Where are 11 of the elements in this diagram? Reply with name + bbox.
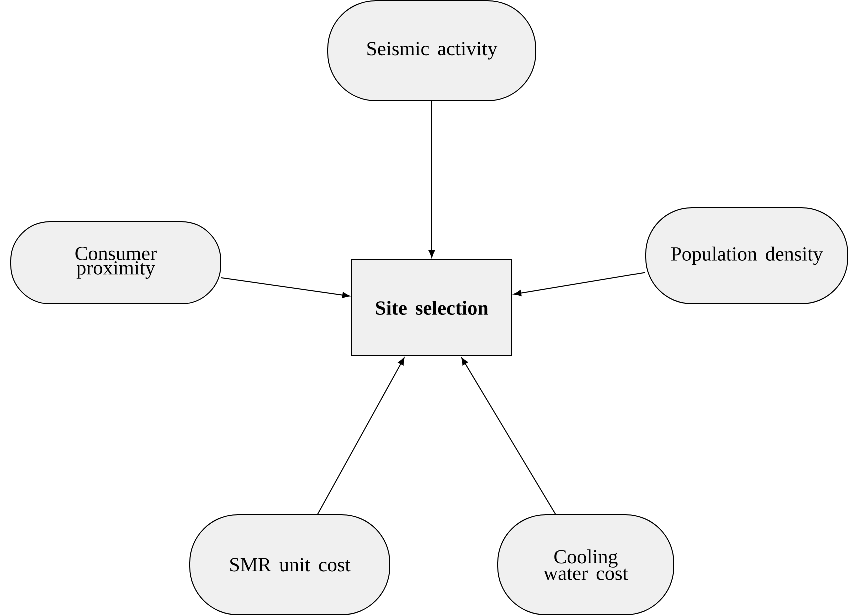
rounded-box: Seismic activity: [328, 0, 536, 102]
arrow: [221, 278, 350, 298]
rounded-box: Consumer proximity: [10, 222, 222, 304]
rounded-box: SMR unit cost: [190, 514, 390, 616]
arrow: [428, 101, 436, 258]
arrow: [462, 358, 556, 515]
arrow: [317, 358, 405, 515]
rounded-box: Cooling water cost: [498, 514, 674, 616]
arrow: [514, 272, 646, 296]
rounded-box: Population density: [646, 208, 848, 304]
process-box: Site selection: [352, 260, 512, 356]
